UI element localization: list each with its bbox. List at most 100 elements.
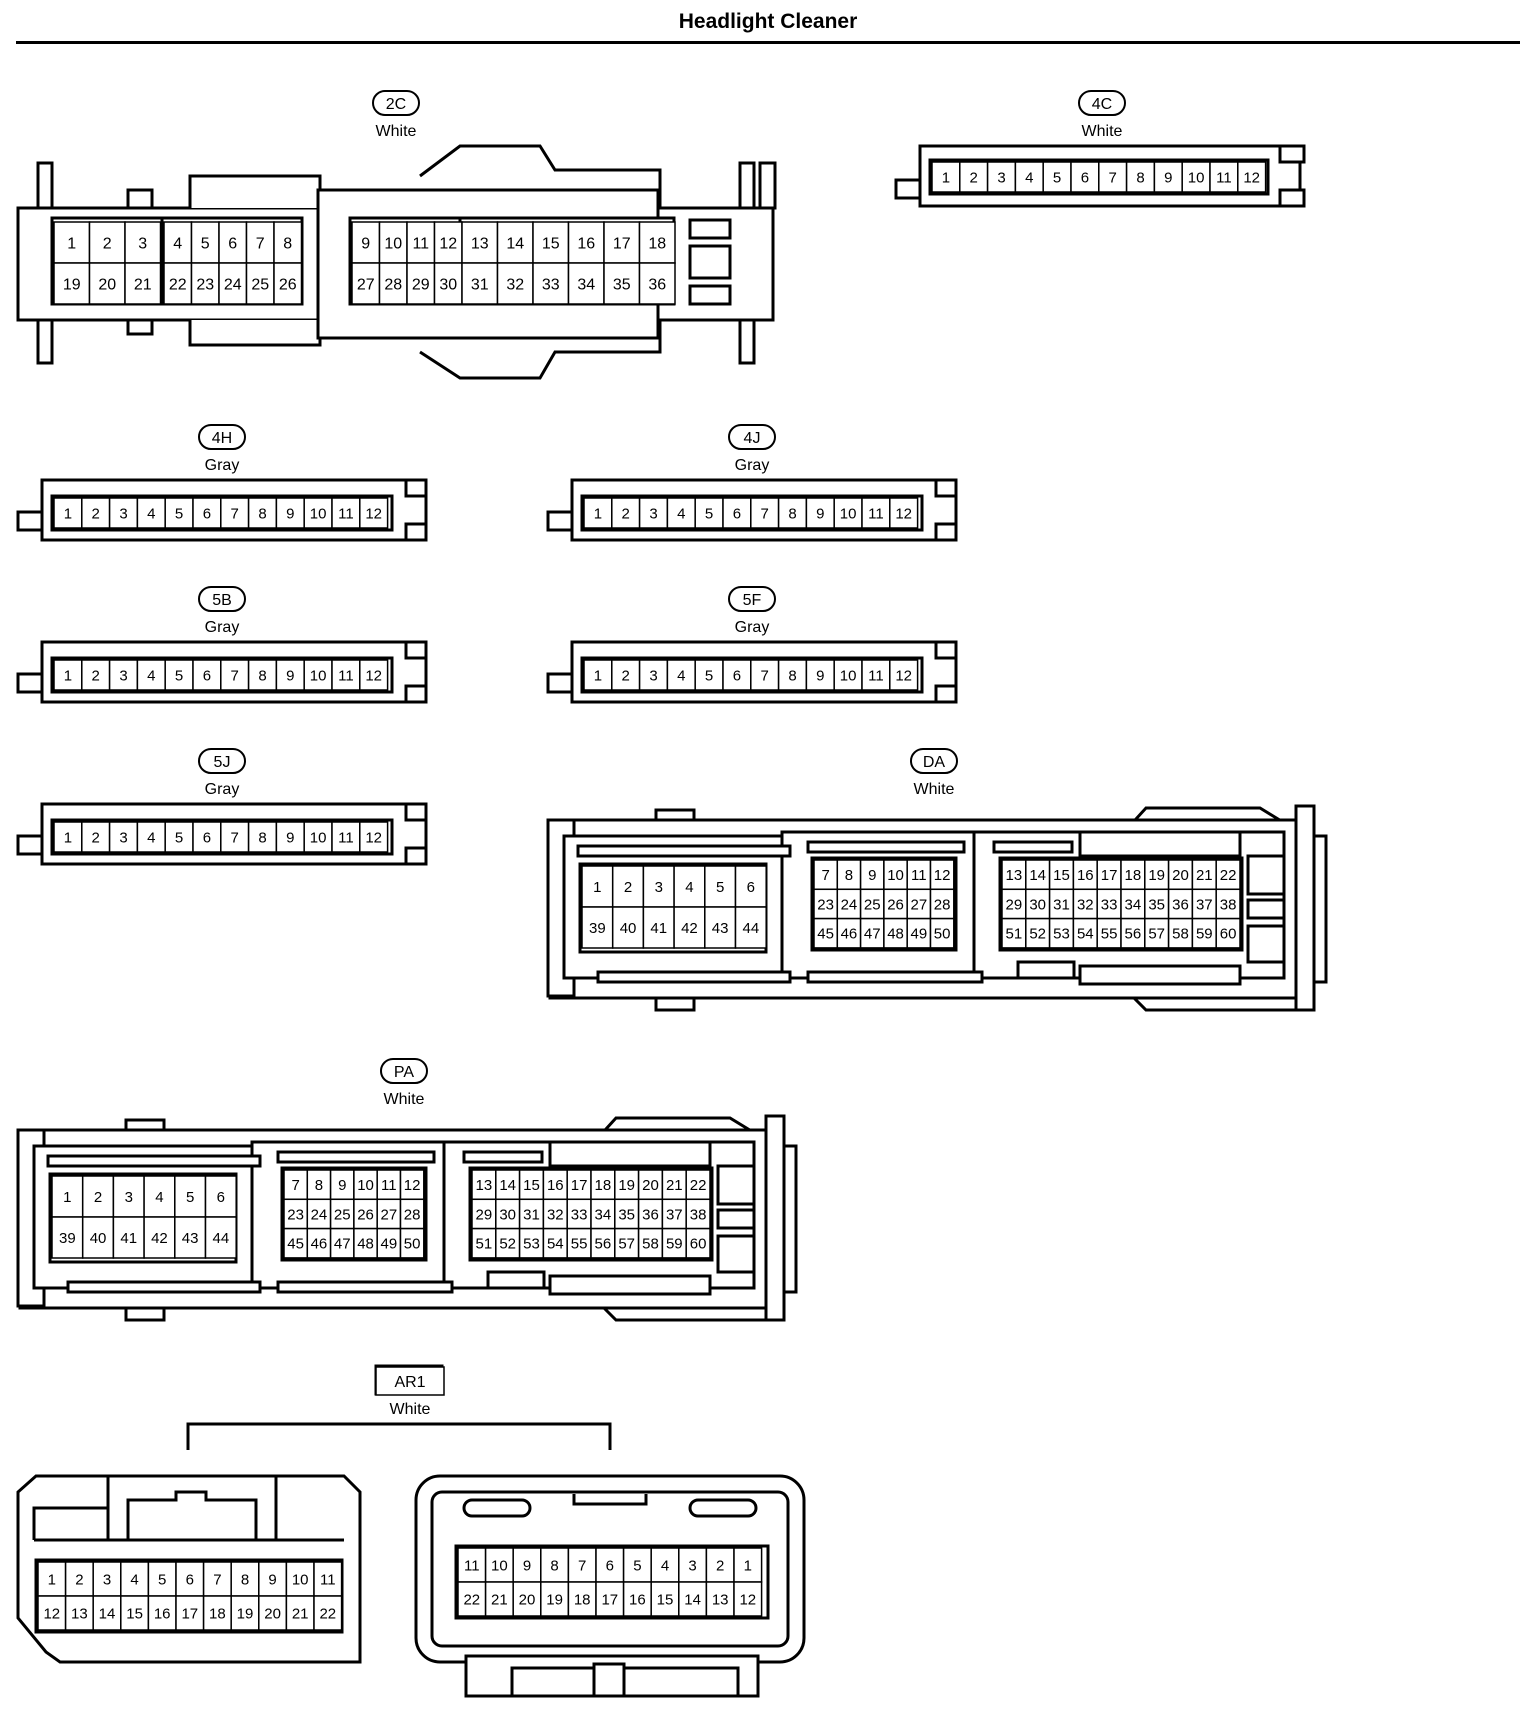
connector-da-pin-label: 3 [655,879,663,896]
connector-4h-pin-label: 12 [365,505,382,522]
connector-pa-pin-label: 11 [381,1177,397,1194]
connector-5j-pin-label: 6 [203,829,211,846]
connector-5f-pin-label: 7 [761,667,769,684]
connector-ar1-color: White [390,1401,431,1418]
connector-ar1-pin-cell [650,1547,680,1583]
connector-da-pin-label: 53 [1053,926,1070,943]
connector-2c-pin-label: 17 [613,235,631,252]
connector-4j-pin-label: 8 [788,505,796,522]
connector-da-pin-label: 25 [864,896,881,913]
connector-pa-pin-cell [81,1216,115,1259]
connector-5b-pin-cell [164,659,194,691]
connector-2c-pin-label: 23 [196,276,214,293]
connector-5f-code-badge [728,586,776,612]
connector-da-pin-label: 34 [1125,896,1142,913]
connector-2c-pin-label: 4 [173,235,182,252]
connector-da-pin-label: 26 [887,896,904,913]
connector-pa-color: White [384,1091,425,1108]
connector-pa-pin-cell [174,1216,207,1259]
connector-da-pin-label: 1 [593,879,601,896]
connector-ar1-pin-label: 1 [48,1571,56,1588]
connector-2c-pin-label: 34 [577,276,595,293]
connector-pa-pin-label: 55 [571,1236,588,1253]
connector-ar1-pin-cell [595,1547,625,1583]
connector-2c-pin-label: 18 [648,235,666,252]
connector-da-pin-label: 24 [841,896,858,913]
connector-pa-pin-label: 58 [642,1236,659,1253]
connector-ar1-pin-label: 15 [126,1605,143,1622]
connector-5f-pin-cell [694,659,724,691]
connector-2c-pin-cell [532,221,570,264]
connector-pa-pin-label: 44 [213,1230,230,1247]
connector-5f-pin-label: 10 [840,667,857,684]
connector-da-pin-label: 11 [911,867,927,884]
connector-5j-pin-label: 5 [175,829,183,846]
connector-da-pin-label: 2 [624,879,632,896]
connector-da-pin-label: 51 [1006,926,1023,943]
connector-2c-pin-label: 35 [613,276,631,293]
connector-2c-pin-label: 26 [279,276,297,293]
connector-ar1-pin-cell [37,1561,67,1597]
connector-2c-pin-label: 12 [439,235,457,252]
connector-ar1-pin-label: 17 [181,1605,198,1622]
connector-da-pin-label: 9 [868,867,876,884]
connector-5f-pin-cell [861,659,891,691]
connector-4h-pin-label: 10 [310,505,327,522]
connector-pa-pin-label: 38 [690,1206,707,1223]
connector-da-pin-label: 60 [1220,926,1237,943]
connector-pa-pin-label: 29 [476,1206,493,1223]
connector-4h-code-badge [198,424,246,450]
connector-ar1-pin-label: 9 [268,1571,276,1588]
connector-5j-pin-cell [108,821,139,853]
connector-ar1-pin-cell [147,1595,177,1631]
connector-2c-pin-label: 32 [506,276,524,293]
connector-ar1-pin-label: 21 [292,1605,309,1622]
connector-da-pin-label: 5 [716,879,724,896]
connector-da-pin-label: 38 [1220,896,1237,913]
connector-2c-pin-cell [351,262,381,305]
connector-2c-pin-cell [88,262,126,305]
connector-5j-pin-label: 10 [310,829,327,846]
connector-da-pin-cell [929,917,955,949]
connector-2c-pin-label: 25 [251,276,269,293]
connector-pa-pin-label: 42 [151,1230,168,1247]
connector-ar1-pin-label: 12 [43,1605,60,1622]
connector-da-pin-label: 46 [841,926,858,943]
connector-ar1-pin-label: 19 [546,1591,563,1608]
connector-4h-pin-label: 3 [119,505,127,522]
connector-4j-pin-label: 3 [649,505,657,522]
connector-4h-pin-label: 8 [258,505,266,522]
connector-pa-pin-label: 8 [315,1177,323,1194]
connector-pa-pin-label: 54 [547,1236,564,1253]
connector-da-pin-label: 56 [1125,926,1142,943]
connector-2c-pin-cell [378,262,408,305]
connector-da-pin-cell [734,906,767,949]
connector-5b-pin-label: 11 [338,667,354,684]
connector-2c-pin-label: 14 [506,235,524,252]
connector-4h-code: 4H [212,430,232,447]
connector-5j-pin-cell [164,821,194,853]
connector-da-pin-label: 52 [1029,926,1046,943]
connector-ar1-pin-label: 10 [292,1571,309,1588]
connector-2c-pin-label: 16 [577,235,595,252]
connector-5f-pin-label: 2 [622,667,630,684]
connector-pa-pin-label: 33 [571,1206,588,1223]
connector-4j-pin-label: 10 [840,505,857,522]
connector-4c-pin-label: 4 [1025,169,1033,186]
connector-pa-pin-label: 23 [287,1206,304,1223]
connector-ar1-pin-label: 4 [661,1557,669,1574]
connector-da-pin-label: 54 [1077,926,1094,943]
connector-2c-pin-label: 30 [439,276,457,293]
connector-5j-pin-cell [275,821,305,853]
connector-pa-pin-label: 50 [404,1236,421,1253]
connector-ar1-pin-cell [230,1561,260,1597]
connector-4j-pin-cell [861,497,891,529]
connector-ar1-pin-cell [678,1547,708,1583]
connector-pa-pin-label: 13 [476,1177,493,1194]
connector-4j-pin-label: 5 [705,505,713,522]
connector-4c-pin-cell [1125,161,1156,193]
connector-4h-pin-cell [108,497,139,529]
connector-ar1-pin-label: 8 [241,1571,249,1588]
connector-ar1-pin-label: 12 [739,1591,756,1608]
connector-ar1-pin-cell [622,1581,652,1617]
